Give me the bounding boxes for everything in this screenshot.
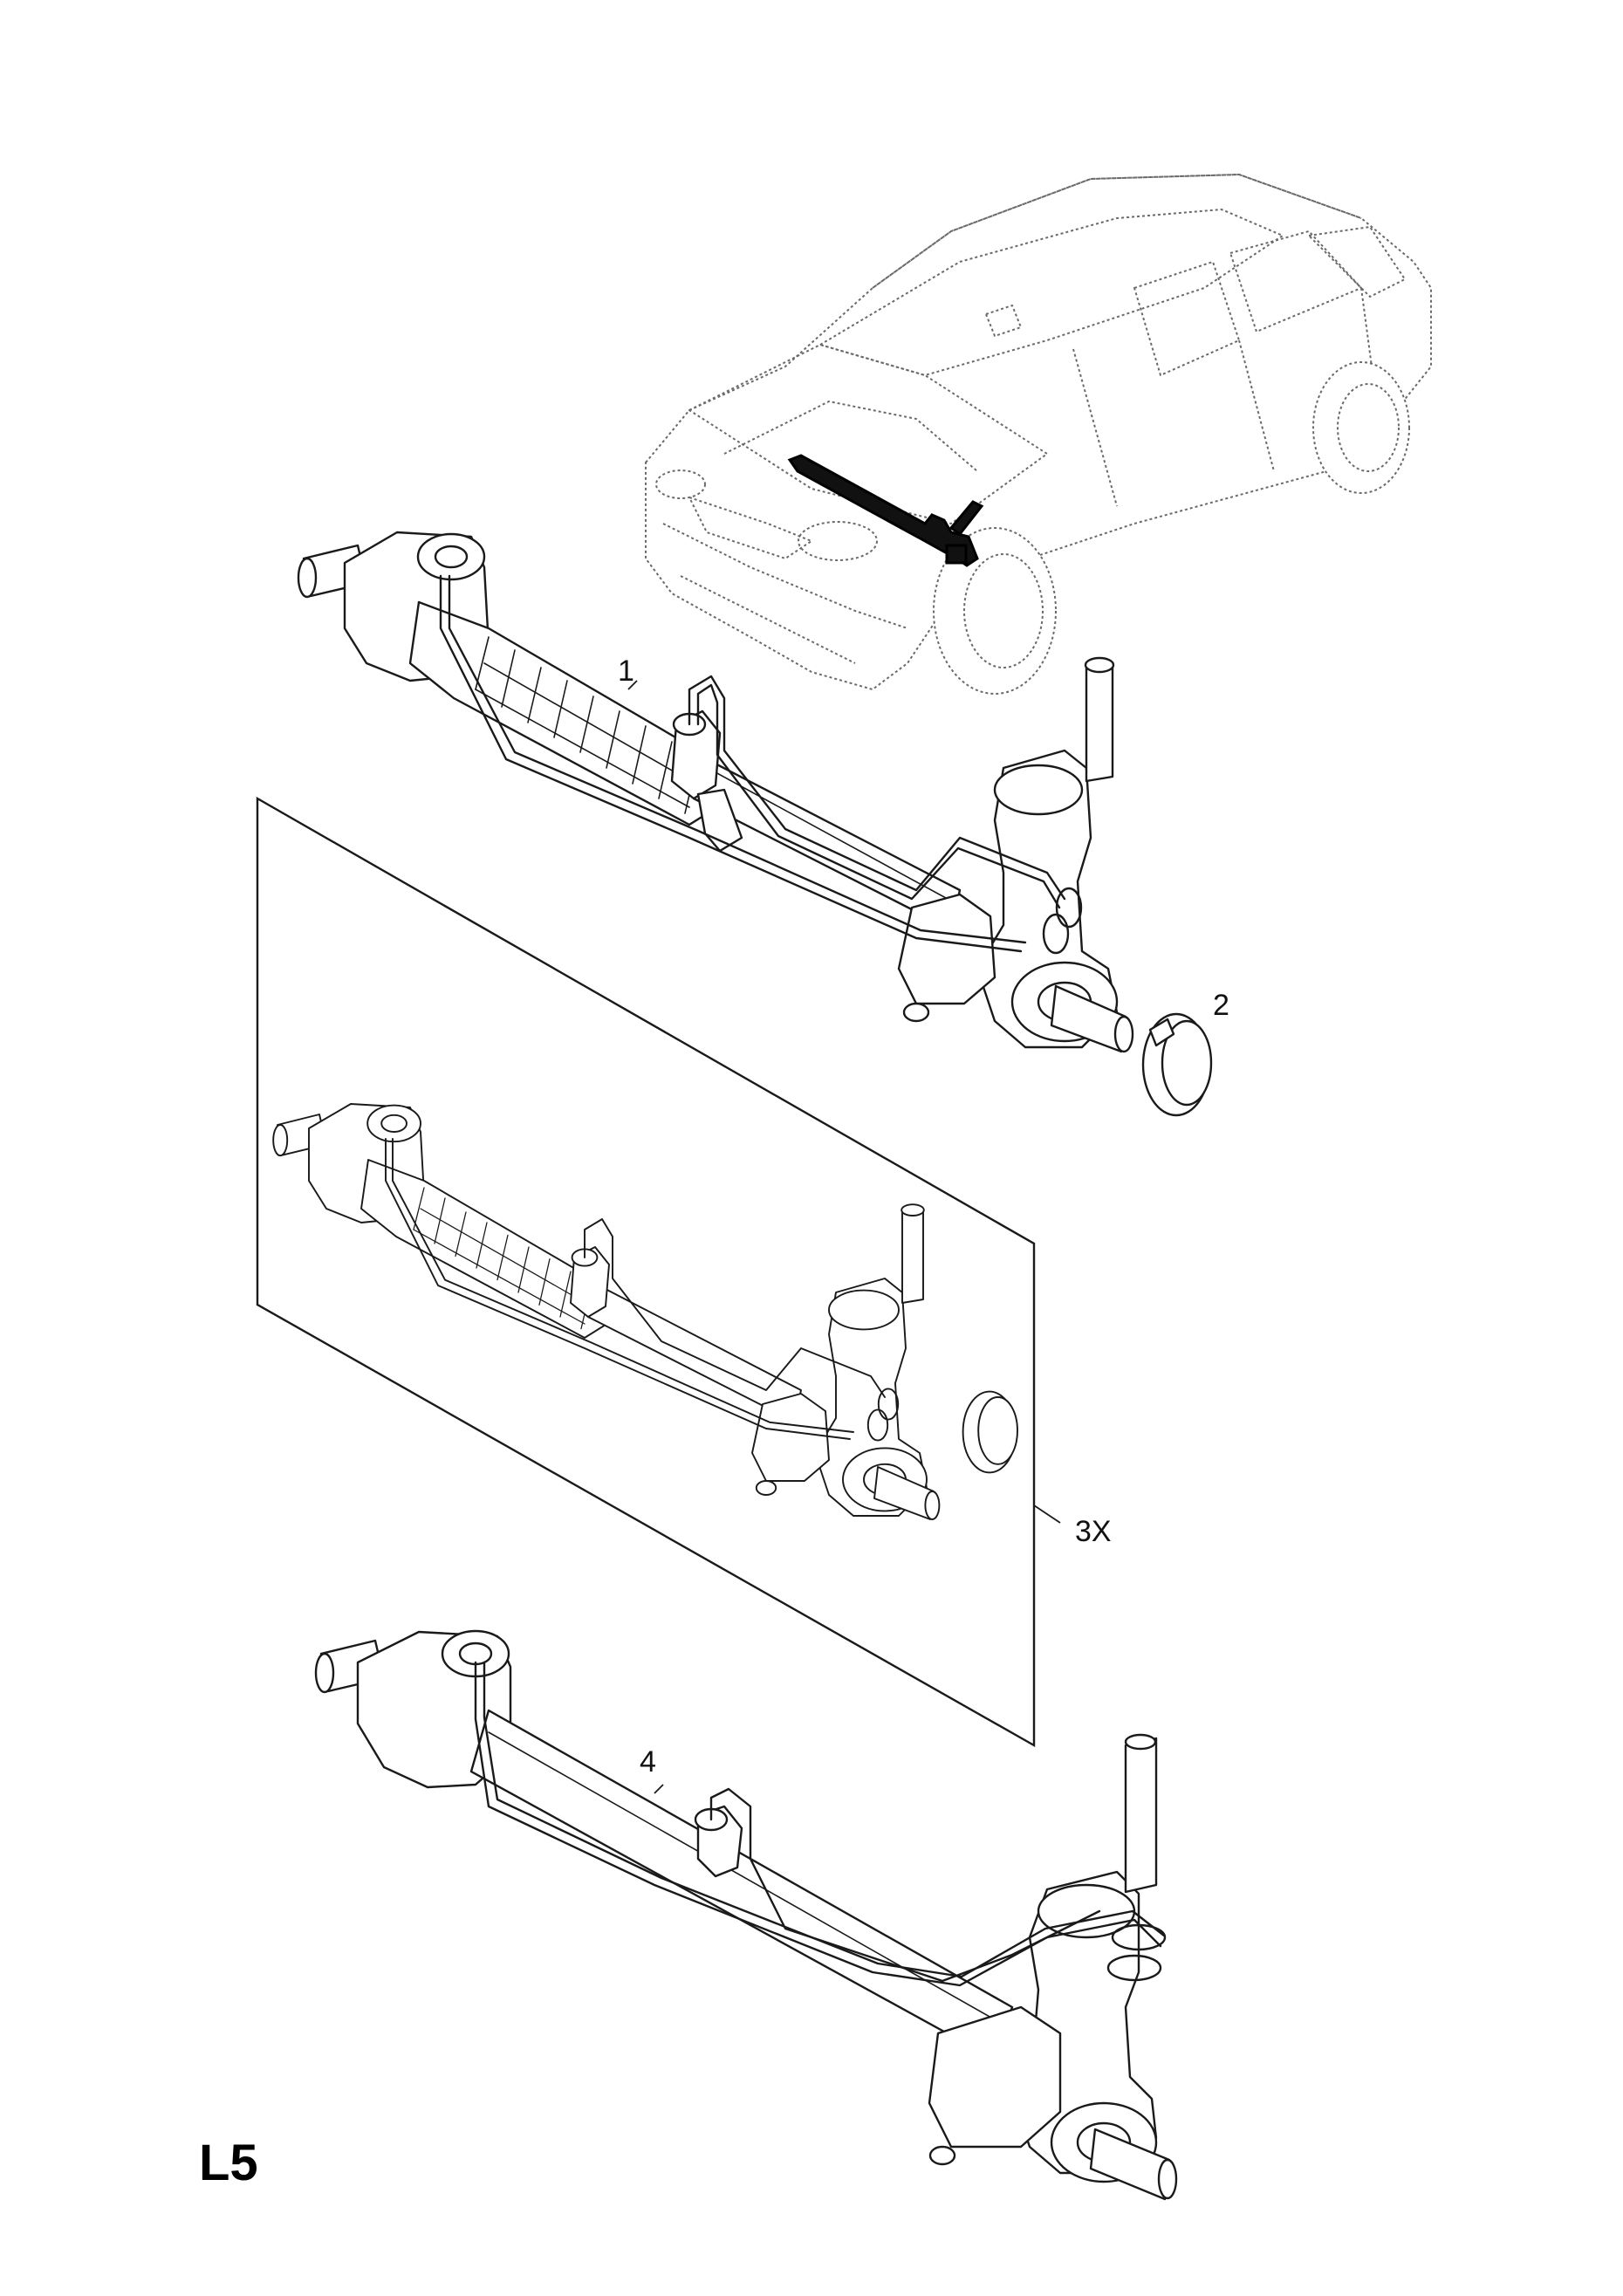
callout-4: 4 [640, 1745, 656, 1779]
steering-gear-assembly-4 [314, 1629, 1178, 2201]
vehicle-location-view [645, 173, 1432, 695]
repair-kit-3x [256, 796, 1061, 1748]
steering-gear-assembly-1 [297, 531, 1134, 1053]
callout-2: 2 [1213, 989, 1229, 1022]
leader-4 [654, 1784, 664, 1794]
callout-1: 1 [618, 655, 634, 688]
page-code: L5 [199, 2135, 258, 2191]
clamp-2 [1141, 1012, 1213, 1117]
callout-3x: 3X [1075, 1515, 1112, 1548]
leader-1 [627, 680, 638, 690]
